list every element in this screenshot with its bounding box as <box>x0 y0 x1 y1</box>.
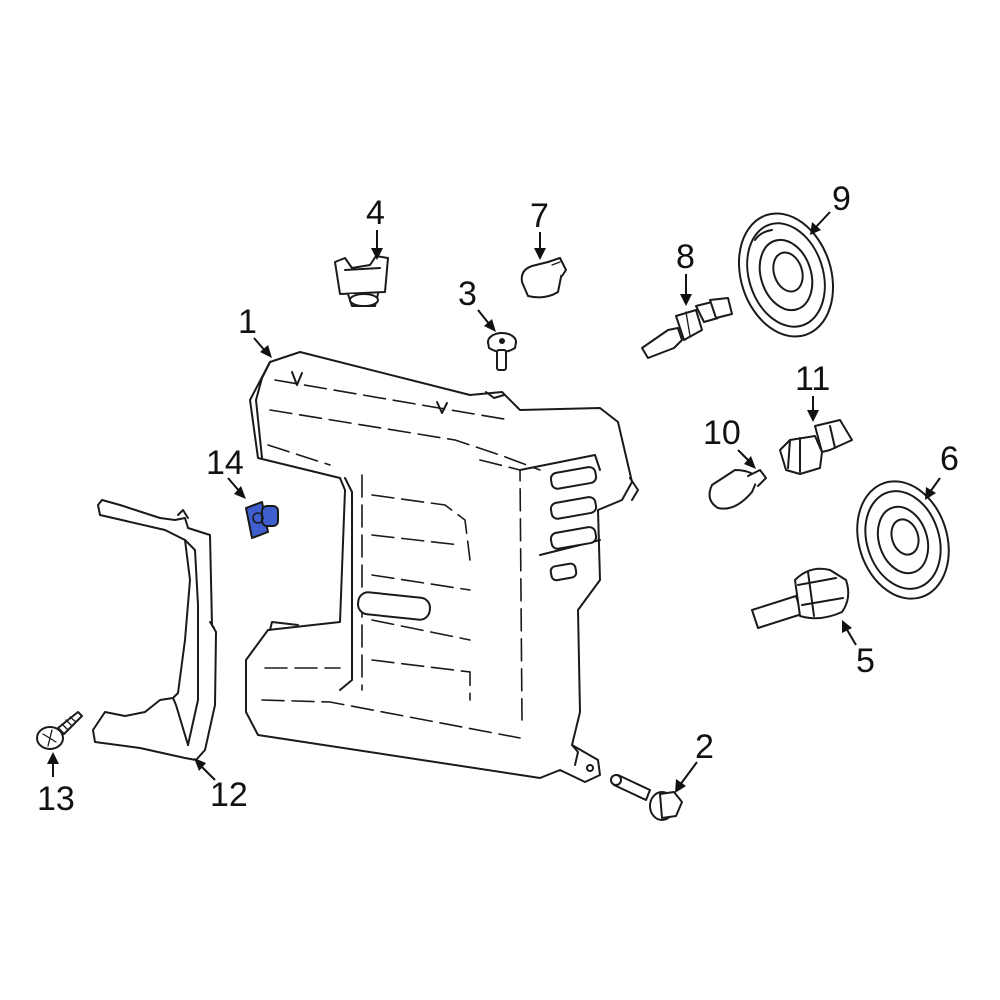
svg-text:8: 8 <box>676 238 695 276</box>
callout-6: 6 <box>925 440 959 500</box>
part-7-wedge-bulb[interactable] <box>520 257 567 299</box>
callout-4: 4 <box>366 194 385 260</box>
callout-1: 1 <box>238 303 272 358</box>
svg-text:14: 14 <box>206 444 244 482</box>
svg-text:10: 10 <box>703 414 741 452</box>
part-8-halogen-bulb[interactable] <box>641 297 733 359</box>
svg-text:4: 4 <box>366 194 385 232</box>
part-10-bulb[interactable] <box>708 469 767 510</box>
callout-7: 7 <box>530 197 549 260</box>
svg-text:5: 5 <box>856 642 875 680</box>
part-11-bulb-socket[interactable] <box>779 419 853 475</box>
callout-11: 11 <box>795 360 830 422</box>
part-4-clip-nut[interactable] <box>334 255 389 307</box>
svg-text:3: 3 <box>458 275 477 313</box>
part-3-screw[interactable] <box>487 332 517 371</box>
callout-3: 3 <box>458 275 496 332</box>
svg-text:2: 2 <box>695 728 714 766</box>
svg-text:11: 11 <box>795 360 830 398</box>
part-9-dust-cover[interactable] <box>724 201 849 349</box>
svg-text:12: 12 <box>210 776 248 814</box>
part-12-bracket[interactable] <box>92 499 217 761</box>
callout-14: 14 <box>206 444 246 499</box>
svg-text:9: 9 <box>832 180 851 218</box>
callout-9: 9 <box>810 180 851 235</box>
part-13-screw[interactable] <box>36 711 83 750</box>
callout-13: 13 <box>37 752 75 818</box>
callout-5: 5 <box>842 620 875 680</box>
callout-2: 2 <box>675 728 714 793</box>
callout-10: 10 <box>703 414 756 469</box>
part-5-headlamp-bulb[interactable] <box>751 567 850 629</box>
part-14-clip[interactable] <box>245 501 279 539</box>
svg-text:6: 6 <box>940 440 959 478</box>
svg-text:1: 1 <box>238 303 257 341</box>
part-6-dust-cover[interactable] <box>843 469 964 610</box>
part-2-bolt[interactable] <box>610 774 683 821</box>
svg-text:7: 7 <box>530 197 549 235</box>
callout-8: 8 <box>676 238 695 306</box>
callout-12: 12 <box>194 758 248 814</box>
svg-text:13: 13 <box>37 780 75 818</box>
part-1-headlamp-housing[interactable] <box>245 351 639 783</box>
